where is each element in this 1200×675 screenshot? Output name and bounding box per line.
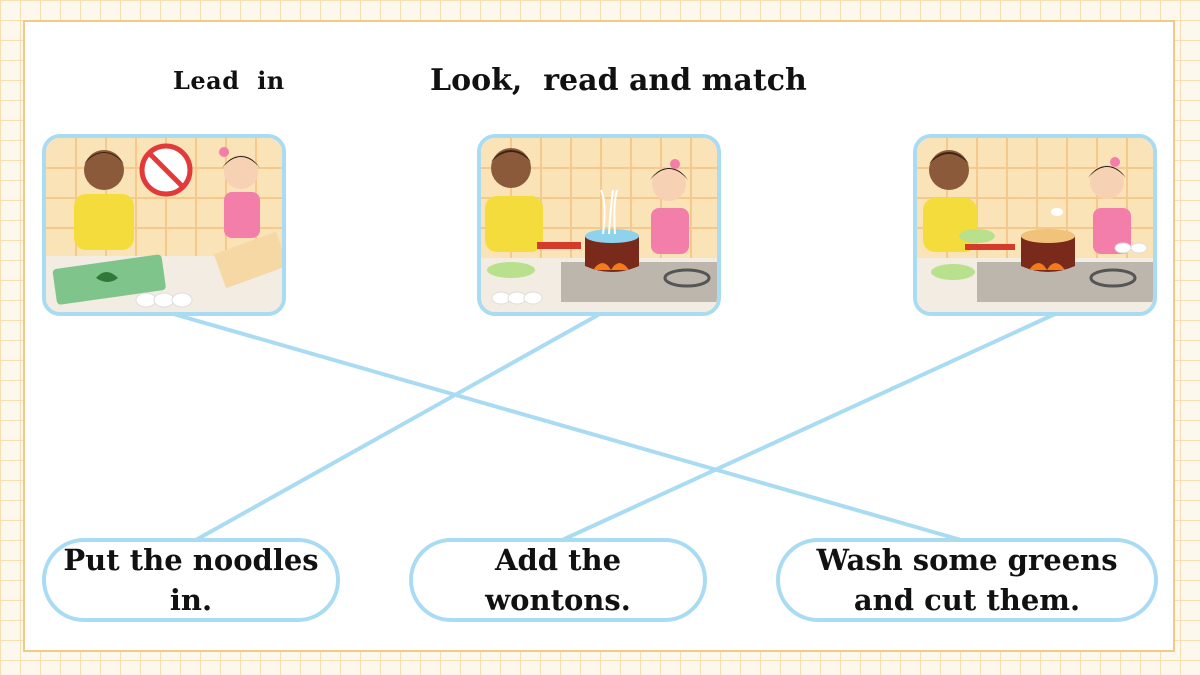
match-line-picture1-phrase3 [168, 311, 970, 544]
phrase-line: Wash some greens [816, 543, 1118, 577]
phrase-card-wontons[interactable]: Add the wontons. [409, 538, 707, 622]
phrase-text-wontons: Add the wontons. [485, 540, 631, 620]
picture-card-1[interactable] [42, 134, 286, 316]
picture-card-3[interactable] [913, 134, 1157, 316]
match-line-picture2-phrase1 [192, 313, 600, 543]
girl-putting-noodles-in-pot-scene [481, 138, 717, 312]
phrase-line: and cut them. [853, 583, 1081, 617]
phrase-text-noodles: Put the noodles in. [63, 540, 318, 620]
phrase-line: Add the [494, 543, 622, 577]
boy-cutting-greens-girl-washing-scene [46, 138, 282, 312]
instruction-title: Look, read and match [430, 63, 807, 98]
phrase-card-noodles[interactable]: Put the noodles in. [42, 538, 340, 622]
match-line-picture3-phrase2 [558, 312, 1057, 543]
phrase-line: wontons. [485, 583, 631, 617]
phrase-line: in. [169, 583, 213, 617]
picture-card-2[interactable] [477, 134, 721, 316]
phrase-line: Put the noodles [63, 543, 319, 577]
phrase-card-greens[interactable]: Wash some greens and cut them. [776, 538, 1158, 622]
girl-adding-wontons-to-pot-scene [917, 138, 1153, 312]
phrase-text-greens: Wash some greens and cut them. [816, 540, 1117, 620]
lead-in-label: Lead in [173, 66, 285, 95]
